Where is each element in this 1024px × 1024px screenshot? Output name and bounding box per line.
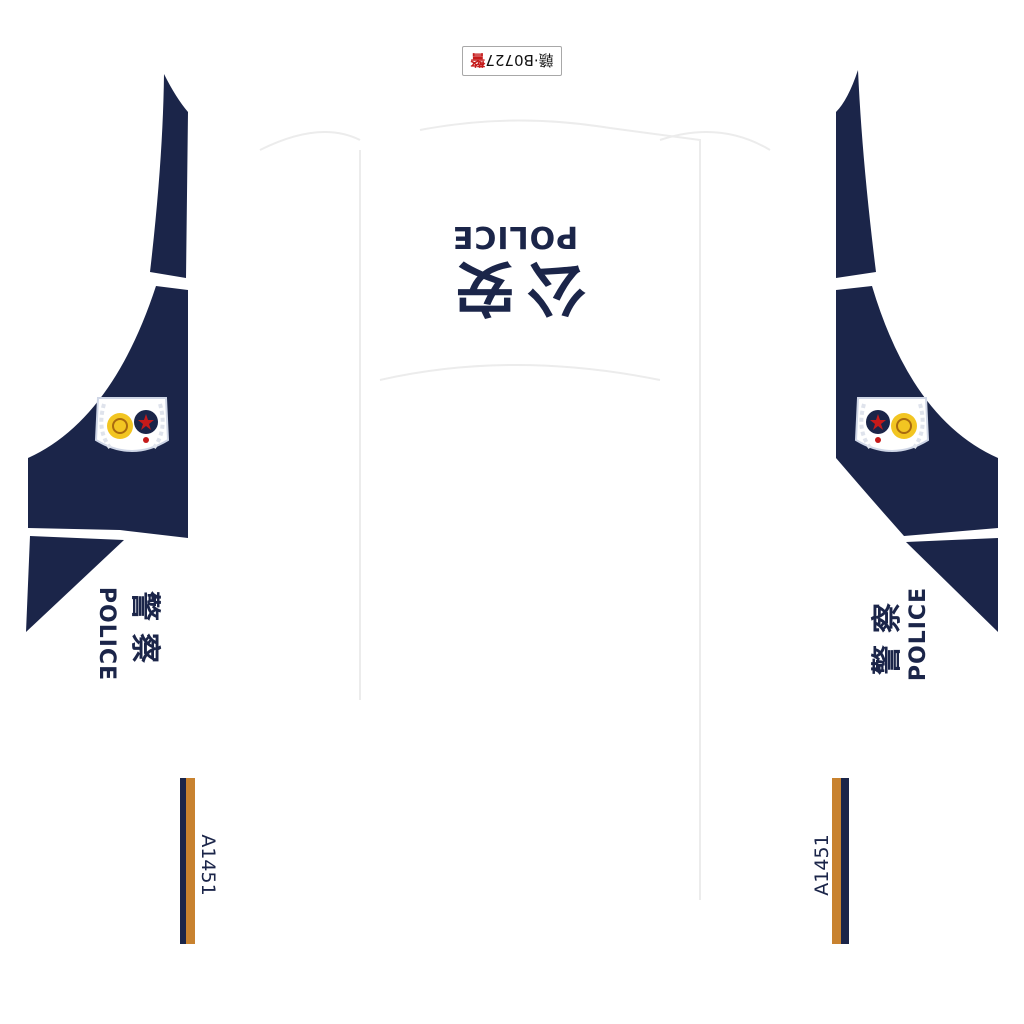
left-lower-navy-panel [26,536,124,632]
left-chinese-police-text: 警察 [127,591,162,675]
roof-chinese-text: 公安 [443,252,587,322]
right-unit-number: A1451 [811,834,833,896]
right-navy-vertical-stripe [841,778,849,944]
left-police-emblem-icon [94,397,170,452]
right-lower-navy-panel [906,538,998,632]
body-outline [259,119,771,900]
right-upper-navy-stripe [836,70,876,278]
plate-number: 赣·B0727 [485,51,554,70]
roof-police-text: POLICE [451,219,579,254]
right-chinese-police-text: 警察 [870,591,905,675]
right-police-text: POLICE [906,586,931,682]
plate-suffix: 警 [470,51,486,70]
right-orange-vertical-stripe [832,778,841,944]
left-navy-vertical-stripe [180,778,186,944]
left-police-text: POLICE [94,586,119,682]
right-police-emblem-icon [854,397,930,452]
left-upper-navy-stripe [150,74,188,278]
left-unit-number: A1451 [197,834,219,896]
left-orange-vertical-stripe [186,778,195,944]
roof-marking: 公安 POLICE [390,200,640,322]
